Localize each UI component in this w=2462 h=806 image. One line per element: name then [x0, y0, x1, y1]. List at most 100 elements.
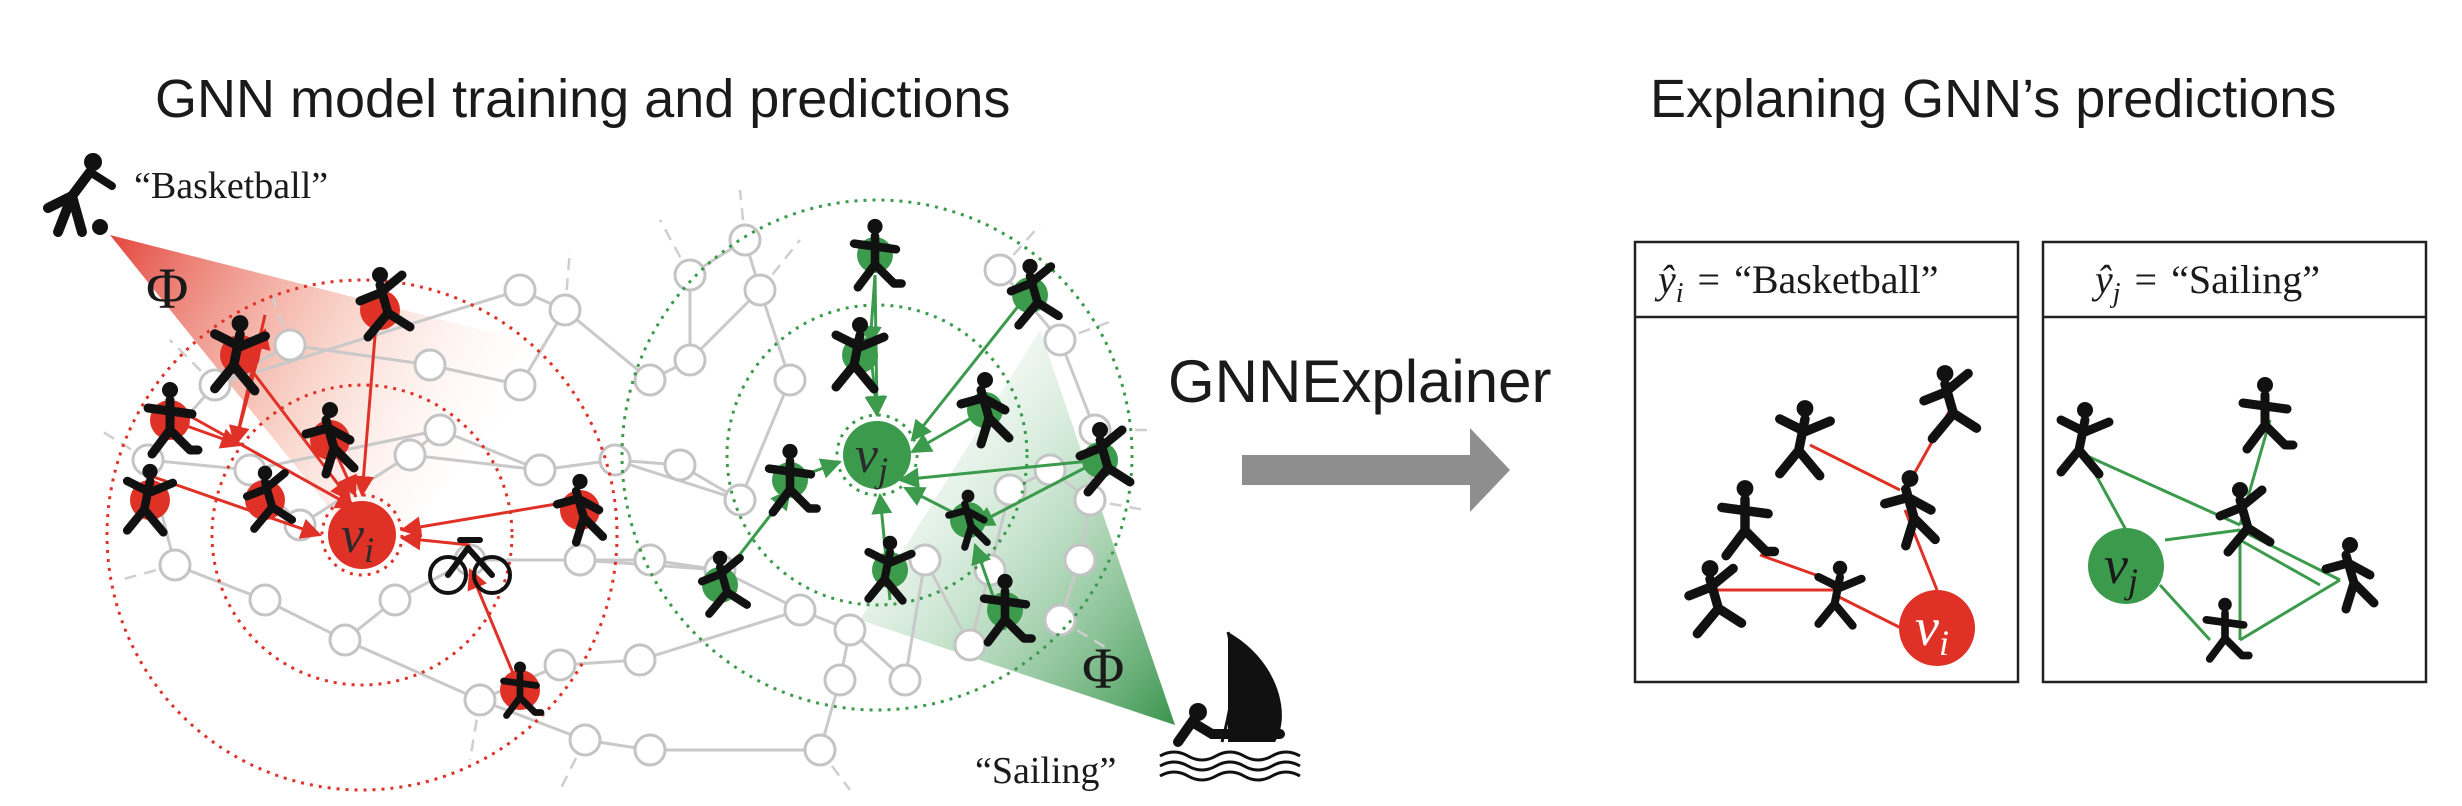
- athlete-icon: [2238, 377, 2298, 454]
- graph-node: [503, 273, 537, 307]
- graph-node: [523, 453, 557, 487]
- graph-node: [413, 348, 447, 382]
- sailboat-icon: [1159, 631, 1301, 782]
- athlete-icon: [552, 473, 608, 547]
- athlete-icon: [697, 550, 752, 618]
- graph-node: [743, 273, 777, 307]
- graph-node: [723, 483, 757, 517]
- athlete-icon: [864, 535, 916, 605]
- graph-node: [823, 663, 857, 697]
- phi-symbol-green: Φ: [1082, 636, 1124, 701]
- graph-node: [633, 733, 667, 767]
- athlete-icon: [1717, 480, 1780, 561]
- graph-node: [833, 613, 867, 647]
- green-neighborhood-rings: [620, 198, 1134, 712]
- sailing-label: “Sailing”: [975, 750, 1116, 792]
- panel-edge: [2239, 578, 2341, 642]
- graph-node: [328, 623, 362, 657]
- graph-node: [663, 448, 697, 482]
- panel-edge: [1809, 443, 1901, 492]
- node-vi: vi: [328, 501, 396, 570]
- right-title: Explaning GNN’s predictions: [1650, 69, 2337, 129]
- node-vj: vj: [843, 421, 911, 490]
- athlete-icon: [1006, 258, 1063, 330]
- athlete-icon: [210, 315, 270, 396]
- sailing-cone: [860, 330, 1175, 725]
- athlete-icon: [2321, 537, 2379, 614]
- graph-node: [1043, 603, 1077, 637]
- panel-edge: [2239, 538, 2321, 587]
- bicycle-icon: [428, 537, 512, 595]
- graph-node: [568, 723, 602, 757]
- graph-node: [543, 648, 577, 682]
- panel-edge: [2084, 453, 2241, 527]
- graph-node: [953, 628, 987, 662]
- svg-text:ŷi=“Basketball”: ŷi=“Basketball”: [1654, 257, 1938, 309]
- athlete-icon: [1075, 422, 1135, 497]
- basketball-player-icon: [43, 153, 116, 237]
- graph-node: [783, 593, 817, 627]
- panel-edge: [2164, 528, 2241, 542]
- athlete-icon: [979, 573, 1036, 647]
- graph-node: [378, 583, 412, 617]
- graph-node: [158, 548, 192, 582]
- svg-text:ŷj=“Sailing”: ŷj=“Sailing”: [2091, 257, 2320, 309]
- graph-node: [993, 473, 1027, 507]
- athlete-icon: [2202, 597, 2253, 663]
- svg-text:vi: vi: [341, 507, 374, 570]
- graph-node: [673, 343, 707, 377]
- athlete-icon: [301, 402, 359, 479]
- athlete-icon: [122, 463, 178, 537]
- graph-node: [1043, 323, 1077, 357]
- graph-node: [908, 543, 942, 577]
- athlete-icon: [831, 317, 889, 394]
- graph-node: [248, 583, 282, 617]
- athlete-icon: [1880, 470, 1940, 551]
- athlete-icon: [956, 372, 1014, 449]
- graph-node: [888, 663, 922, 697]
- panel-edge: [2158, 583, 2212, 642]
- athlete-icon: [355, 267, 415, 342]
- athlete-icon: [849, 218, 906, 292]
- phi-symbol-red: Φ: [146, 256, 188, 321]
- graph-node: [623, 643, 657, 677]
- basketball-cone: [110, 235, 560, 565]
- graph-node: [273, 328, 307, 362]
- athlete-icon: [1775, 400, 1835, 481]
- panel-edge: [1834, 593, 1906, 632]
- graph-node: [633, 363, 667, 397]
- athlete-icon: [500, 661, 545, 719]
- athlete-icon: [2056, 402, 2114, 479]
- graph-node: [1063, 543, 1097, 577]
- panel-node-vj: vj: [2104, 535, 2138, 601]
- panel-node-vi: vi: [1915, 597, 1949, 663]
- athlete-icon: [764, 443, 821, 517]
- graph-node: [673, 258, 707, 292]
- graph-node: [773, 363, 807, 397]
- athlete-icon: [242, 465, 297, 533]
- graph-node: [463, 683, 497, 717]
- graph-node: [803, 733, 837, 767]
- background-graph-nodes: [131, 223, 1112, 767]
- athlete-icon: [2215, 482, 2275, 557]
- graph-node: [598, 443, 632, 477]
- graph-node: [728, 223, 762, 257]
- graph-node: [393, 438, 427, 472]
- graph-node: [563, 543, 597, 577]
- graph-node: [633, 543, 667, 577]
- graph-node: [548, 293, 582, 327]
- graph-node: [423, 413, 457, 447]
- explainer-arrow: [1242, 428, 1510, 512]
- left-title: GNN model training and predictions: [155, 69, 1011, 129]
- athlete-pictograms: [122, 218, 1135, 719]
- athlete-icon: [143, 382, 203, 459]
- svg-text:vj: vj: [855, 427, 888, 490]
- athlete-icon: [1919, 365, 1982, 444]
- graph-node: [503, 368, 537, 402]
- explanation-panel-sailing: ŷj=“Sailing” vj: [2041, 240, 2428, 684]
- graph-node: [983, 253, 1017, 287]
- athlete-icon: [945, 489, 991, 551]
- basketball-label: “Basketball”: [134, 165, 328, 207]
- athlete-icon: [1814, 560, 1866, 630]
